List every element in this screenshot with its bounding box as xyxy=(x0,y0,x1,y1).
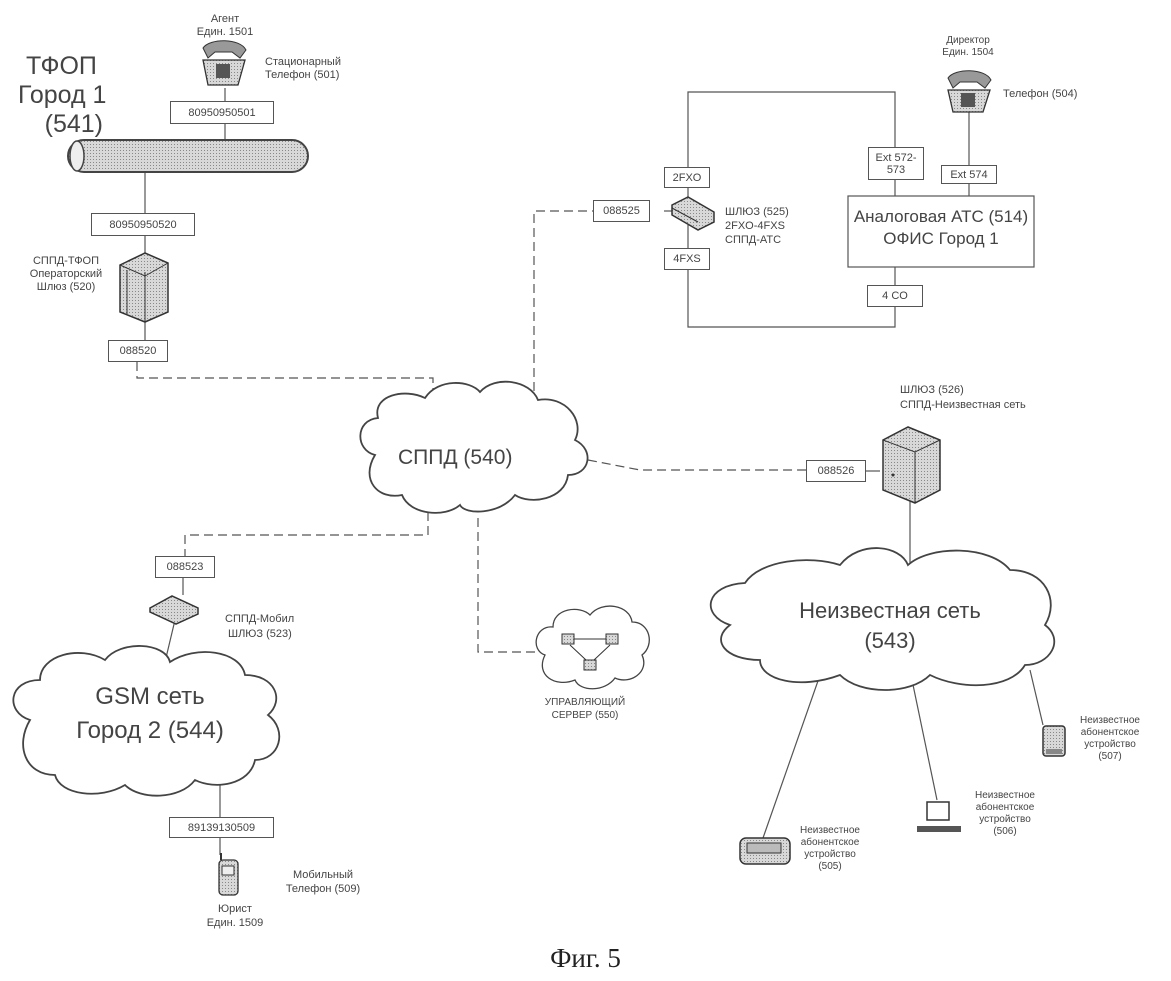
link-ipnet-gw525 xyxy=(534,211,596,405)
dev507-label: Неизвестное абонентское устройство (507) xyxy=(1070,715,1150,763)
link-4fxs-4co xyxy=(688,270,895,327)
computer-icon-506 xyxy=(917,802,961,832)
gw525-port-2fxo: 2FXO xyxy=(664,167,710,188)
server-tower-icon-520 xyxy=(120,253,168,322)
pbx-ext-572-573: Ext 572-573 xyxy=(868,147,924,180)
gw520-number-ipnet: 088520 xyxy=(108,340,168,362)
link-ipnet-gw526 xyxy=(588,460,806,470)
pbx-co-lines: 4 CO xyxy=(867,285,923,307)
gw526-number: 088526 xyxy=(806,460,866,482)
gateway-icon-523 xyxy=(150,596,198,624)
gw520-number-pstn: 80950950520 xyxy=(91,213,195,236)
link-unknown-505 xyxy=(763,678,819,838)
link-ipnet-gw523 xyxy=(185,512,428,556)
dev505-label: Неизвестное абонентское устройство (505) xyxy=(790,825,870,873)
mobile509-owner: Юрист Един. 1509 xyxy=(195,902,275,930)
gateway-icon-525 xyxy=(672,197,714,230)
phone504-name: Телефон (504) xyxy=(1003,88,1077,101)
pstn-trunk-icon xyxy=(68,140,308,172)
phone501-owner: Агент Един. 1501 xyxy=(190,13,260,39)
mobile-phone-icon-509 xyxy=(219,853,238,895)
mobile509-name: Мобильный Телефон (509) xyxy=(268,868,378,896)
network-cloud-icon xyxy=(536,606,649,689)
desk-phone-icon-501 xyxy=(203,41,246,85)
ipnet-label: СППД (540) xyxy=(398,446,512,470)
server-icon-526 xyxy=(883,427,940,503)
gw520-label: СППД-ТФОП Операторский Шлюз (520) xyxy=(14,255,118,294)
figure-caption: Фиг. 5 xyxy=(0,943,1171,974)
mobile509-number: 89139130509 xyxy=(169,817,274,838)
gw523-label: СППД-Мобил ШЛЮЗ (523) xyxy=(225,612,294,642)
pstn-label: ТФОП Город 1 (541) xyxy=(18,52,103,139)
phone504-owner: Директор Един. 1504 xyxy=(928,35,1008,59)
gw525-number: 088525 xyxy=(593,200,650,222)
link-unknown-507 xyxy=(1030,670,1043,725)
link-gw520-ipnet xyxy=(137,362,433,392)
pda-icon-507 xyxy=(1043,726,1065,756)
dev506-label: Неизвестное абонентское устройство (506) xyxy=(965,790,1045,838)
gw526-label: ШЛЮЗ (526) СППД-Неизвестная сеть xyxy=(900,383,1026,413)
link-ipnet-server550 xyxy=(478,518,540,652)
gw525-port-4fxs: 4FXS xyxy=(664,248,710,270)
server550-label: УПРАВЛЯЮЩИЙ СЕРВЕР (550) xyxy=(525,696,645,722)
phone501-name: Стационарный Телефон (501) xyxy=(265,56,341,82)
gw523-number: 088523 xyxy=(155,556,215,578)
gsm-label: GSM сеть Город 2 (544) xyxy=(30,680,270,748)
phone501-number: 80950950501 xyxy=(170,101,274,124)
pbx-ext-574: Ext 574 xyxy=(941,165,997,184)
desk-phone-icon-504 xyxy=(948,71,991,112)
link-unknown-506 xyxy=(912,680,937,800)
unknown-net-label: Неизвестная сеть (543) xyxy=(740,596,1040,656)
pager-icon-505 xyxy=(740,838,790,864)
link-2fxo-ext572 xyxy=(688,92,895,167)
pbx-label: Аналоговая АТС (514) ОФИС Город 1 xyxy=(848,206,1034,250)
gw525-label: ШЛЮЗ (525) 2FXO-4FXS СППД-АТС xyxy=(725,205,789,247)
